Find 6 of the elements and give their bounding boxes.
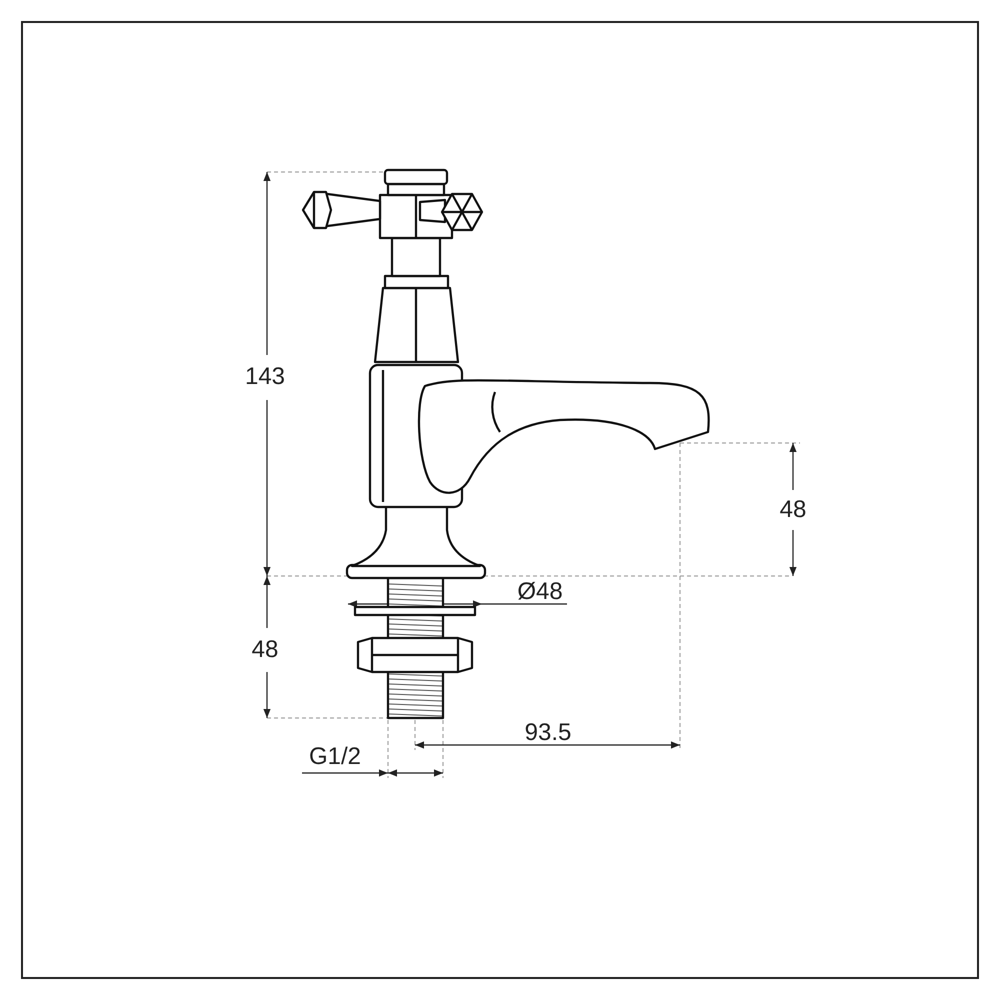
dimension-label: Ø48 [517,580,563,604]
dimension-label: 48 [252,638,278,662]
dimension-label: 48 [780,498,806,522]
dimension-label: 143 [244,365,286,389]
dimension-label: 93.5 [524,721,572,745]
dimension-label: G1/2 [308,745,362,769]
